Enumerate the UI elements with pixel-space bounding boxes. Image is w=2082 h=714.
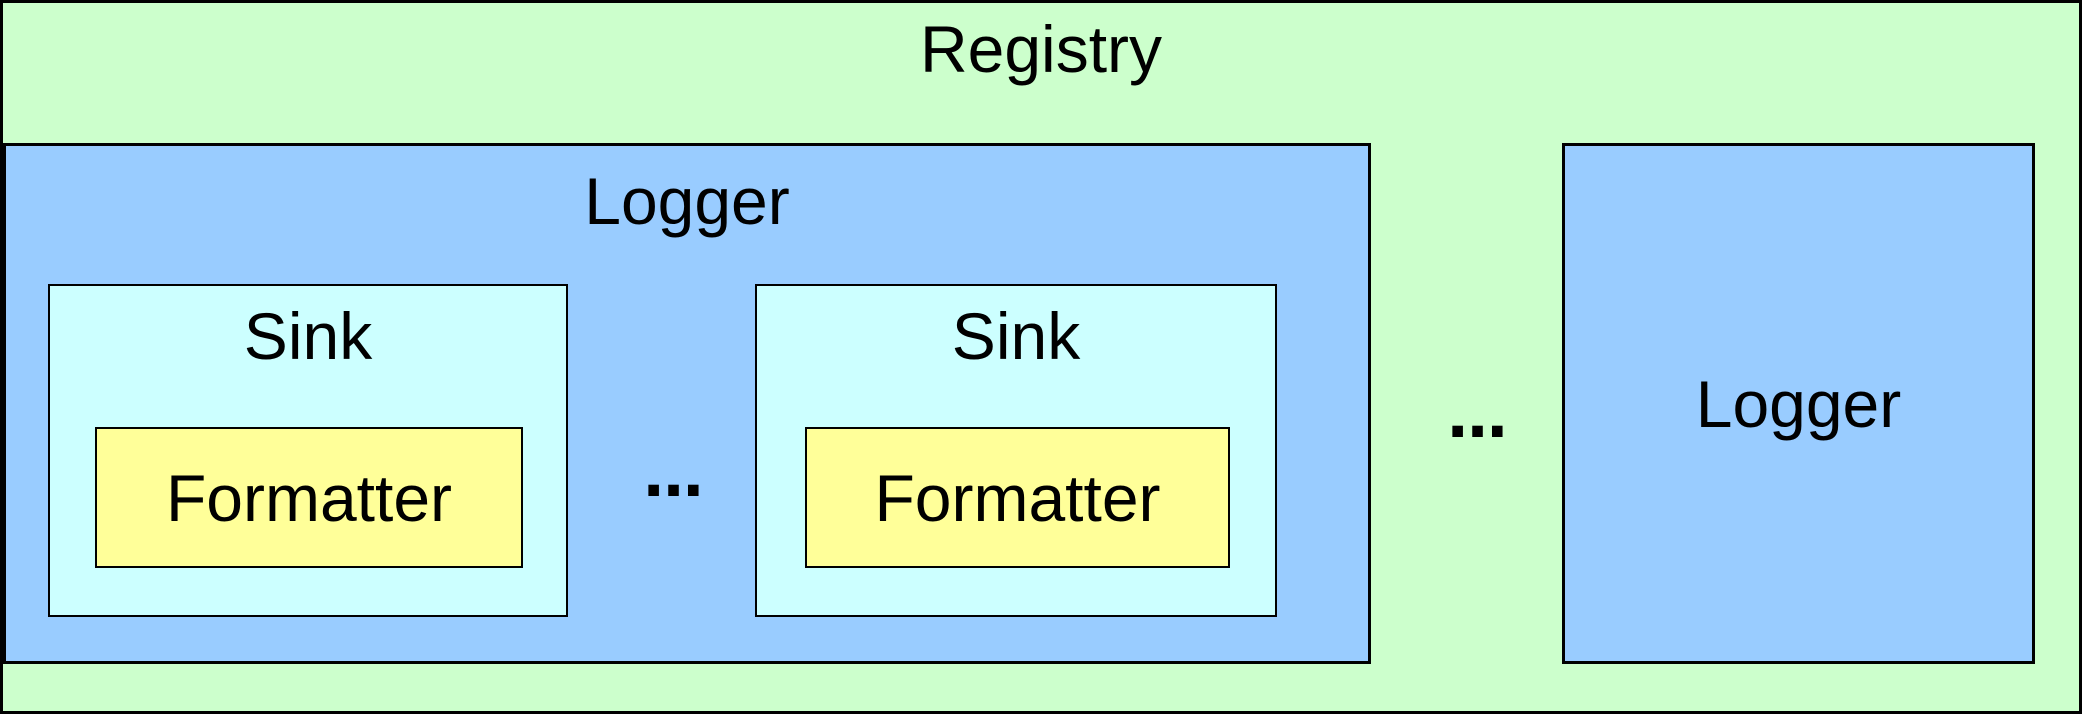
formatter-1-label: Formatter — [165, 460, 453, 535]
formatter-box-1: Formatter — [95, 427, 523, 568]
formatter-box-2: Formatter — [805, 427, 1230, 568]
sink-box-2: Sink Formatter — [755, 284, 1277, 617]
formatter-2-label: Formatter — [874, 460, 1161, 535]
logger-box-1: Logger Sink Formatter ... Sink Formatter — [3, 143, 1371, 664]
sink-box-1: Sink Formatter — [48, 284, 568, 617]
more-sinks-ellipsis: ... — [642, 441, 704, 511]
logger-1-label: Logger — [584, 164, 790, 238]
logger-2-label: Logger — [1695, 366, 1902, 441]
registry-label: Registry — [919, 12, 1163, 86]
more-loggers-ellipsis: ... — [1446, 382, 1508, 452]
sink-2-label: Sink — [951, 299, 1081, 373]
logger-box-2: Logger — [1562, 143, 2035, 664]
sink-1-label: Sink — [243, 299, 373, 373]
